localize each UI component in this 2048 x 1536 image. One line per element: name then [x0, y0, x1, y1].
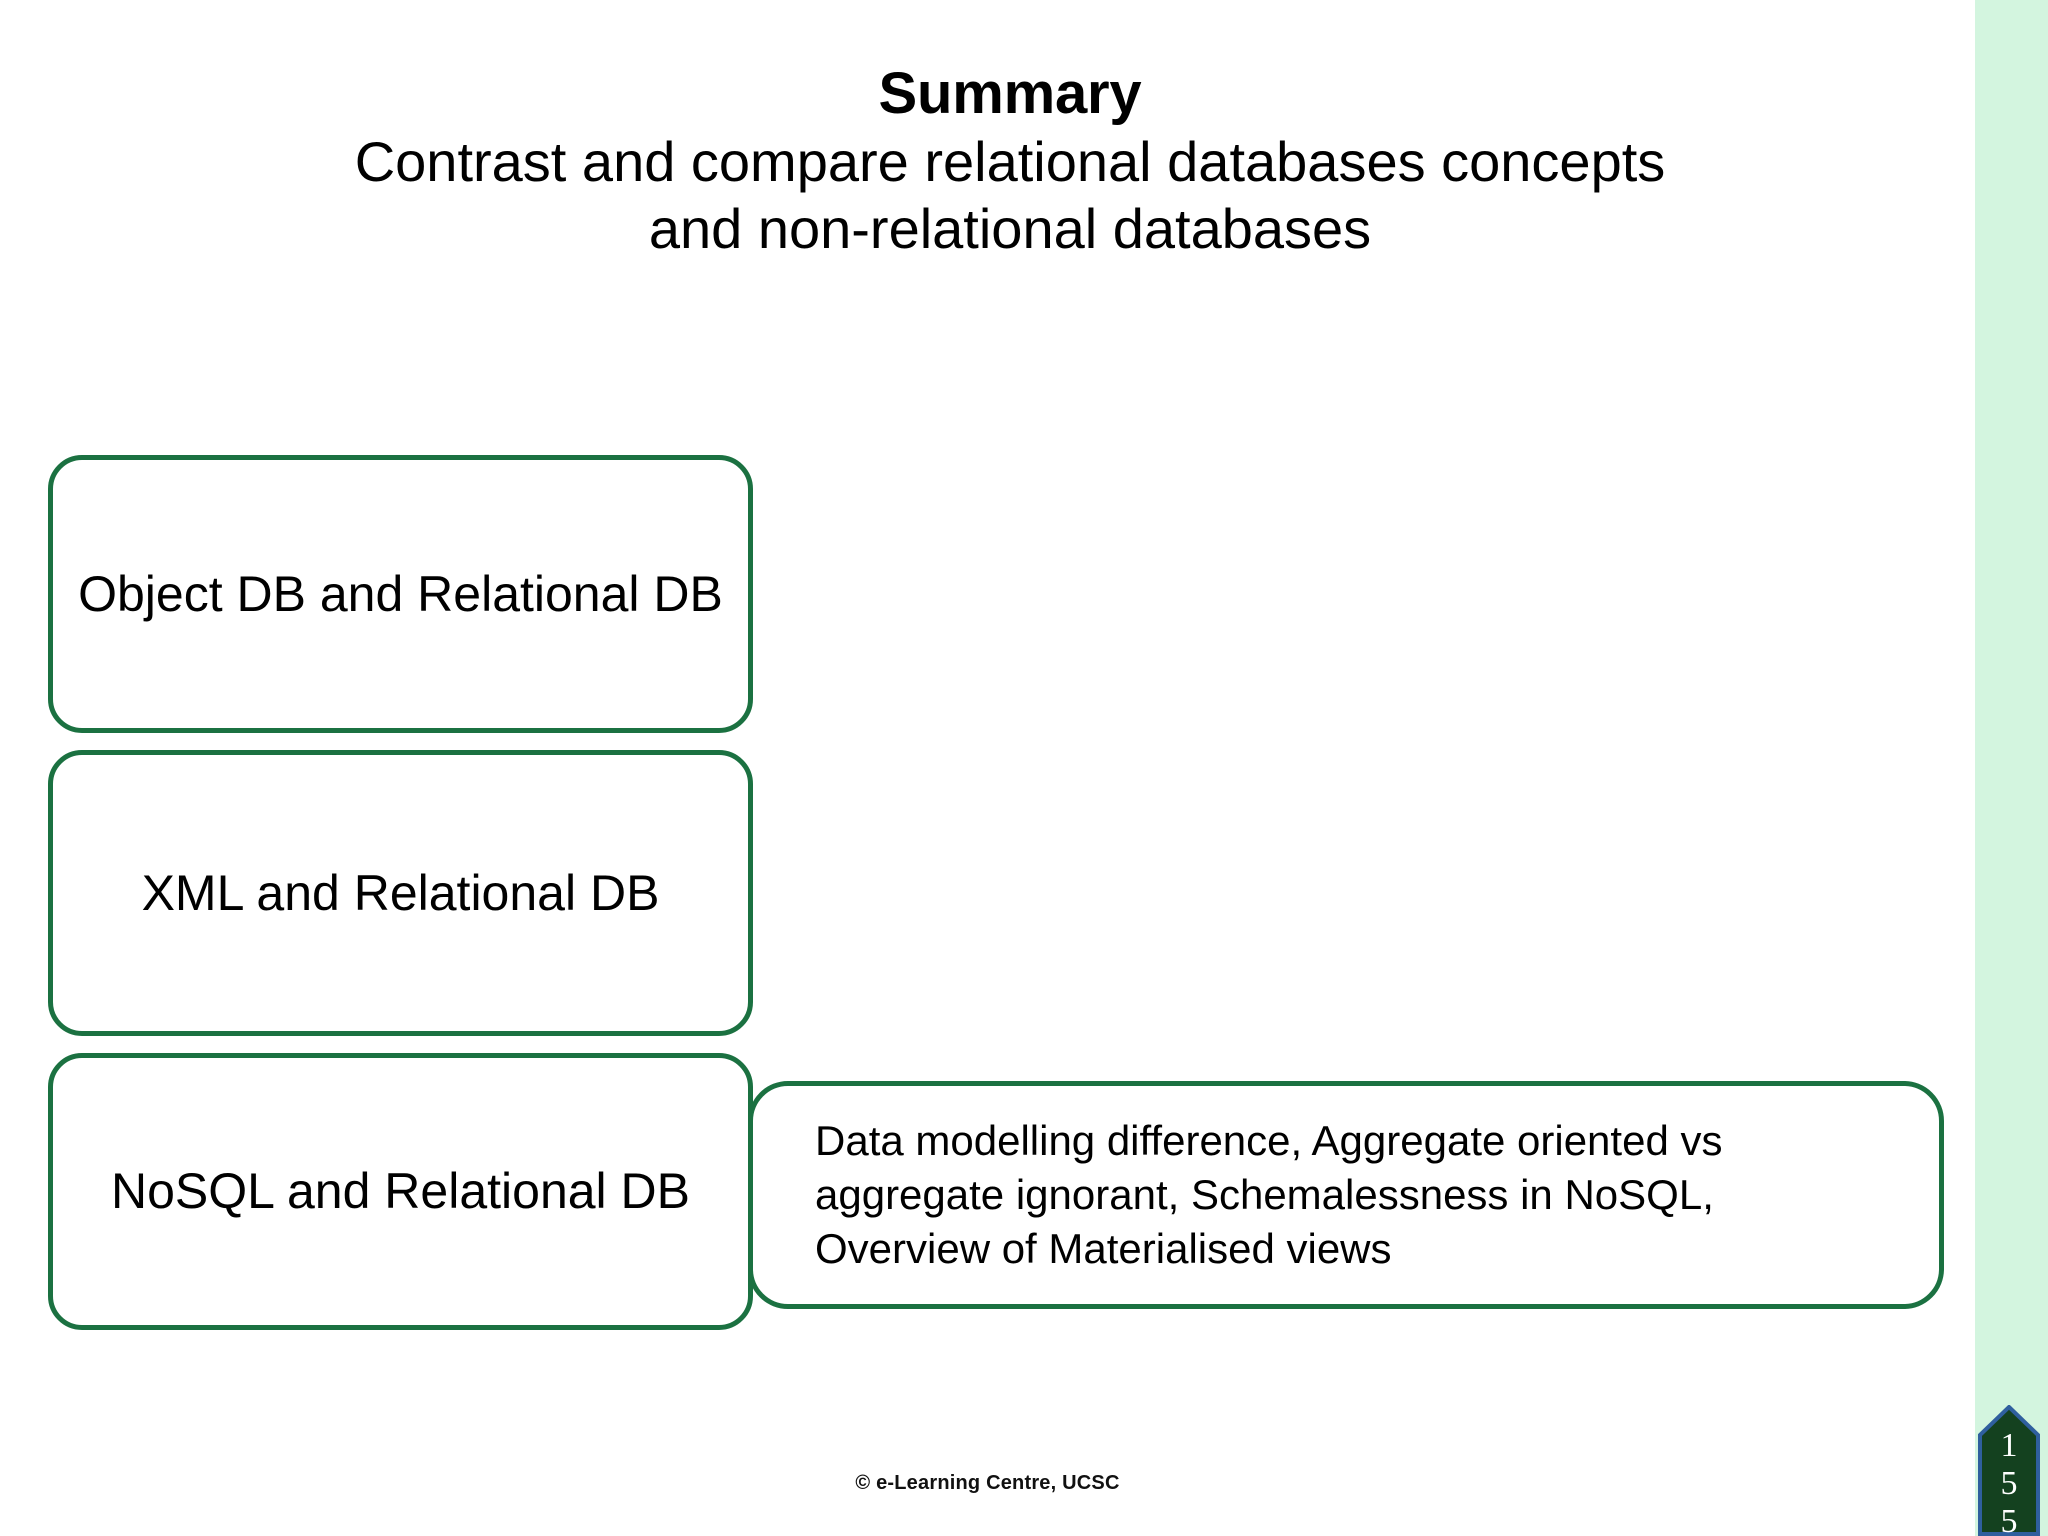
topic-label-object-db: Object DB and Relational DB	[78, 565, 723, 622]
page-digit-2: 5	[2000, 1465, 2018, 1503]
topic-box-nosql-db[interactable]: NoSQL and Relational DB	[48, 1053, 753, 1330]
topic-label-nosql-db: NoSQL and Relational DB	[110, 1163, 691, 1219]
footer-copyright: © e-Learning Centre, UCSC	[855, 1472, 1120, 1494]
page-number-badge: 1 5 5	[1978, 1405, 2040, 1536]
topic-box-xml-db[interactable]: XML and Relational DB	[48, 750, 753, 1036]
topic-box-object-db[interactable]: Object DB and Relational DB	[48, 455, 753, 733]
page-subtitle-line-1: Contrast and compare relational database…	[354, 129, 1666, 193]
slide-title-block: Summary Contrast and compare relational …	[170, 61, 1850, 260]
description-text: Data modelling difference, Aggregate ori…	[815, 1117, 1723, 1272]
arrow-badge-icon	[1978, 1405, 2040, 1536]
page-number-digits: 1 5 5	[1978, 1427, 2040, 1536]
page-digit-1: 1	[2000, 1427, 2018, 1464]
page-subtitle-line-2: and non-relational databases	[648, 196, 1372, 260]
description-panel: Data modelling difference, Aggregate ori…	[748, 1081, 1944, 1309]
page-digit-3: 5	[2000, 1503, 2018, 1536]
right-edge-strip	[1975, 0, 2048, 1536]
page-title: Summary	[878, 61, 1142, 126]
topic-label-xml-db: XML and Relational DB	[141, 864, 660, 921]
